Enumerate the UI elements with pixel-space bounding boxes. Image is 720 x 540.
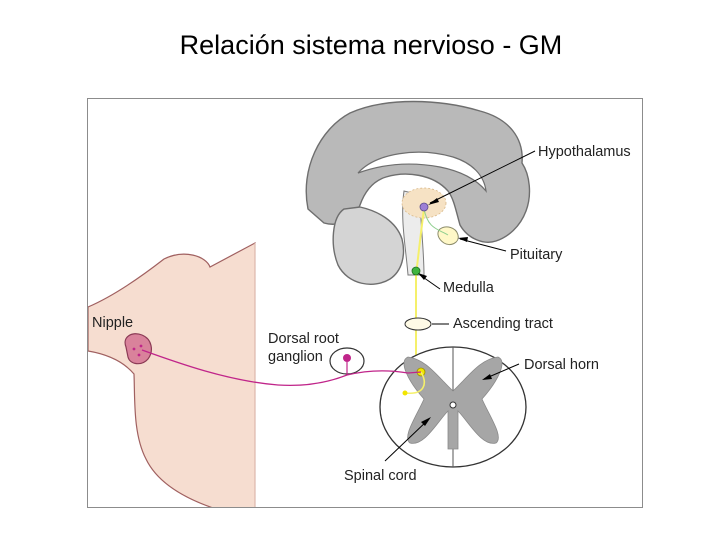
crossing-fiber (405, 371, 425, 394)
leader-pituitary-arrow (458, 237, 468, 242)
ascending-tract-ellipse (404, 317, 432, 331)
label-ascending-tract: Ascending tract (453, 316, 553, 332)
medulla-fiber (423, 208, 449, 236)
leader-medulla-arrow (418, 273, 427, 280)
leader-spinal-cord-arrow (421, 417, 431, 426)
label-pituitary: Pituitary (510, 247, 563, 263)
label-spinal-cord: Spinal cord (344, 468, 417, 484)
nipple-dot (137, 353, 141, 357)
neuroanatomy-diagram: Hypothalamus Pituitary Medulla Ascending… (88, 100, 631, 507)
label-dorsal-horn: Dorsal horn (524, 357, 599, 373)
pituitary-gland (437, 226, 459, 246)
label-nipple: Nipple (92, 315, 133, 331)
label-dorsal-root-line2: ganglion (268, 349, 323, 365)
leader-pituitary (459, 238, 507, 252)
breast-silhouette (88, 242, 256, 507)
ganglion-dot (343, 354, 351, 362)
cerebrum (305, 100, 531, 243)
nipple-dot (139, 344, 143, 348)
sensory-nerve-pathway (141, 349, 422, 387)
label-medulla: Medulla (443, 280, 495, 296)
label-hypothalamus: Hypothalamus (538, 144, 631, 160)
neuroanatomy-figure: Hypothalamus Pituitary Medulla Ascending… (87, 98, 643, 508)
crossing-fiber-end (402, 390, 408, 396)
hypothalamus-dot (419, 202, 429, 212)
cerebellum (332, 206, 405, 285)
nipple-dot (132, 347, 136, 351)
leader-hypothalamus-arrow (428, 198, 439, 205)
leader-spinal-cord (384, 418, 430, 462)
nipple-shape (124, 333, 152, 365)
corpus-callosum (357, 151, 487, 193)
central-canal (449, 401, 457, 409)
leader-hypothalamus (429, 150, 536, 204)
label-dorsal-root-line1: Dorsal root (268, 331, 339, 347)
slide-title: Relación sistema nervioso - GM (179, 30, 563, 60)
leader-dorsal-horn-arrow (482, 374, 492, 380)
